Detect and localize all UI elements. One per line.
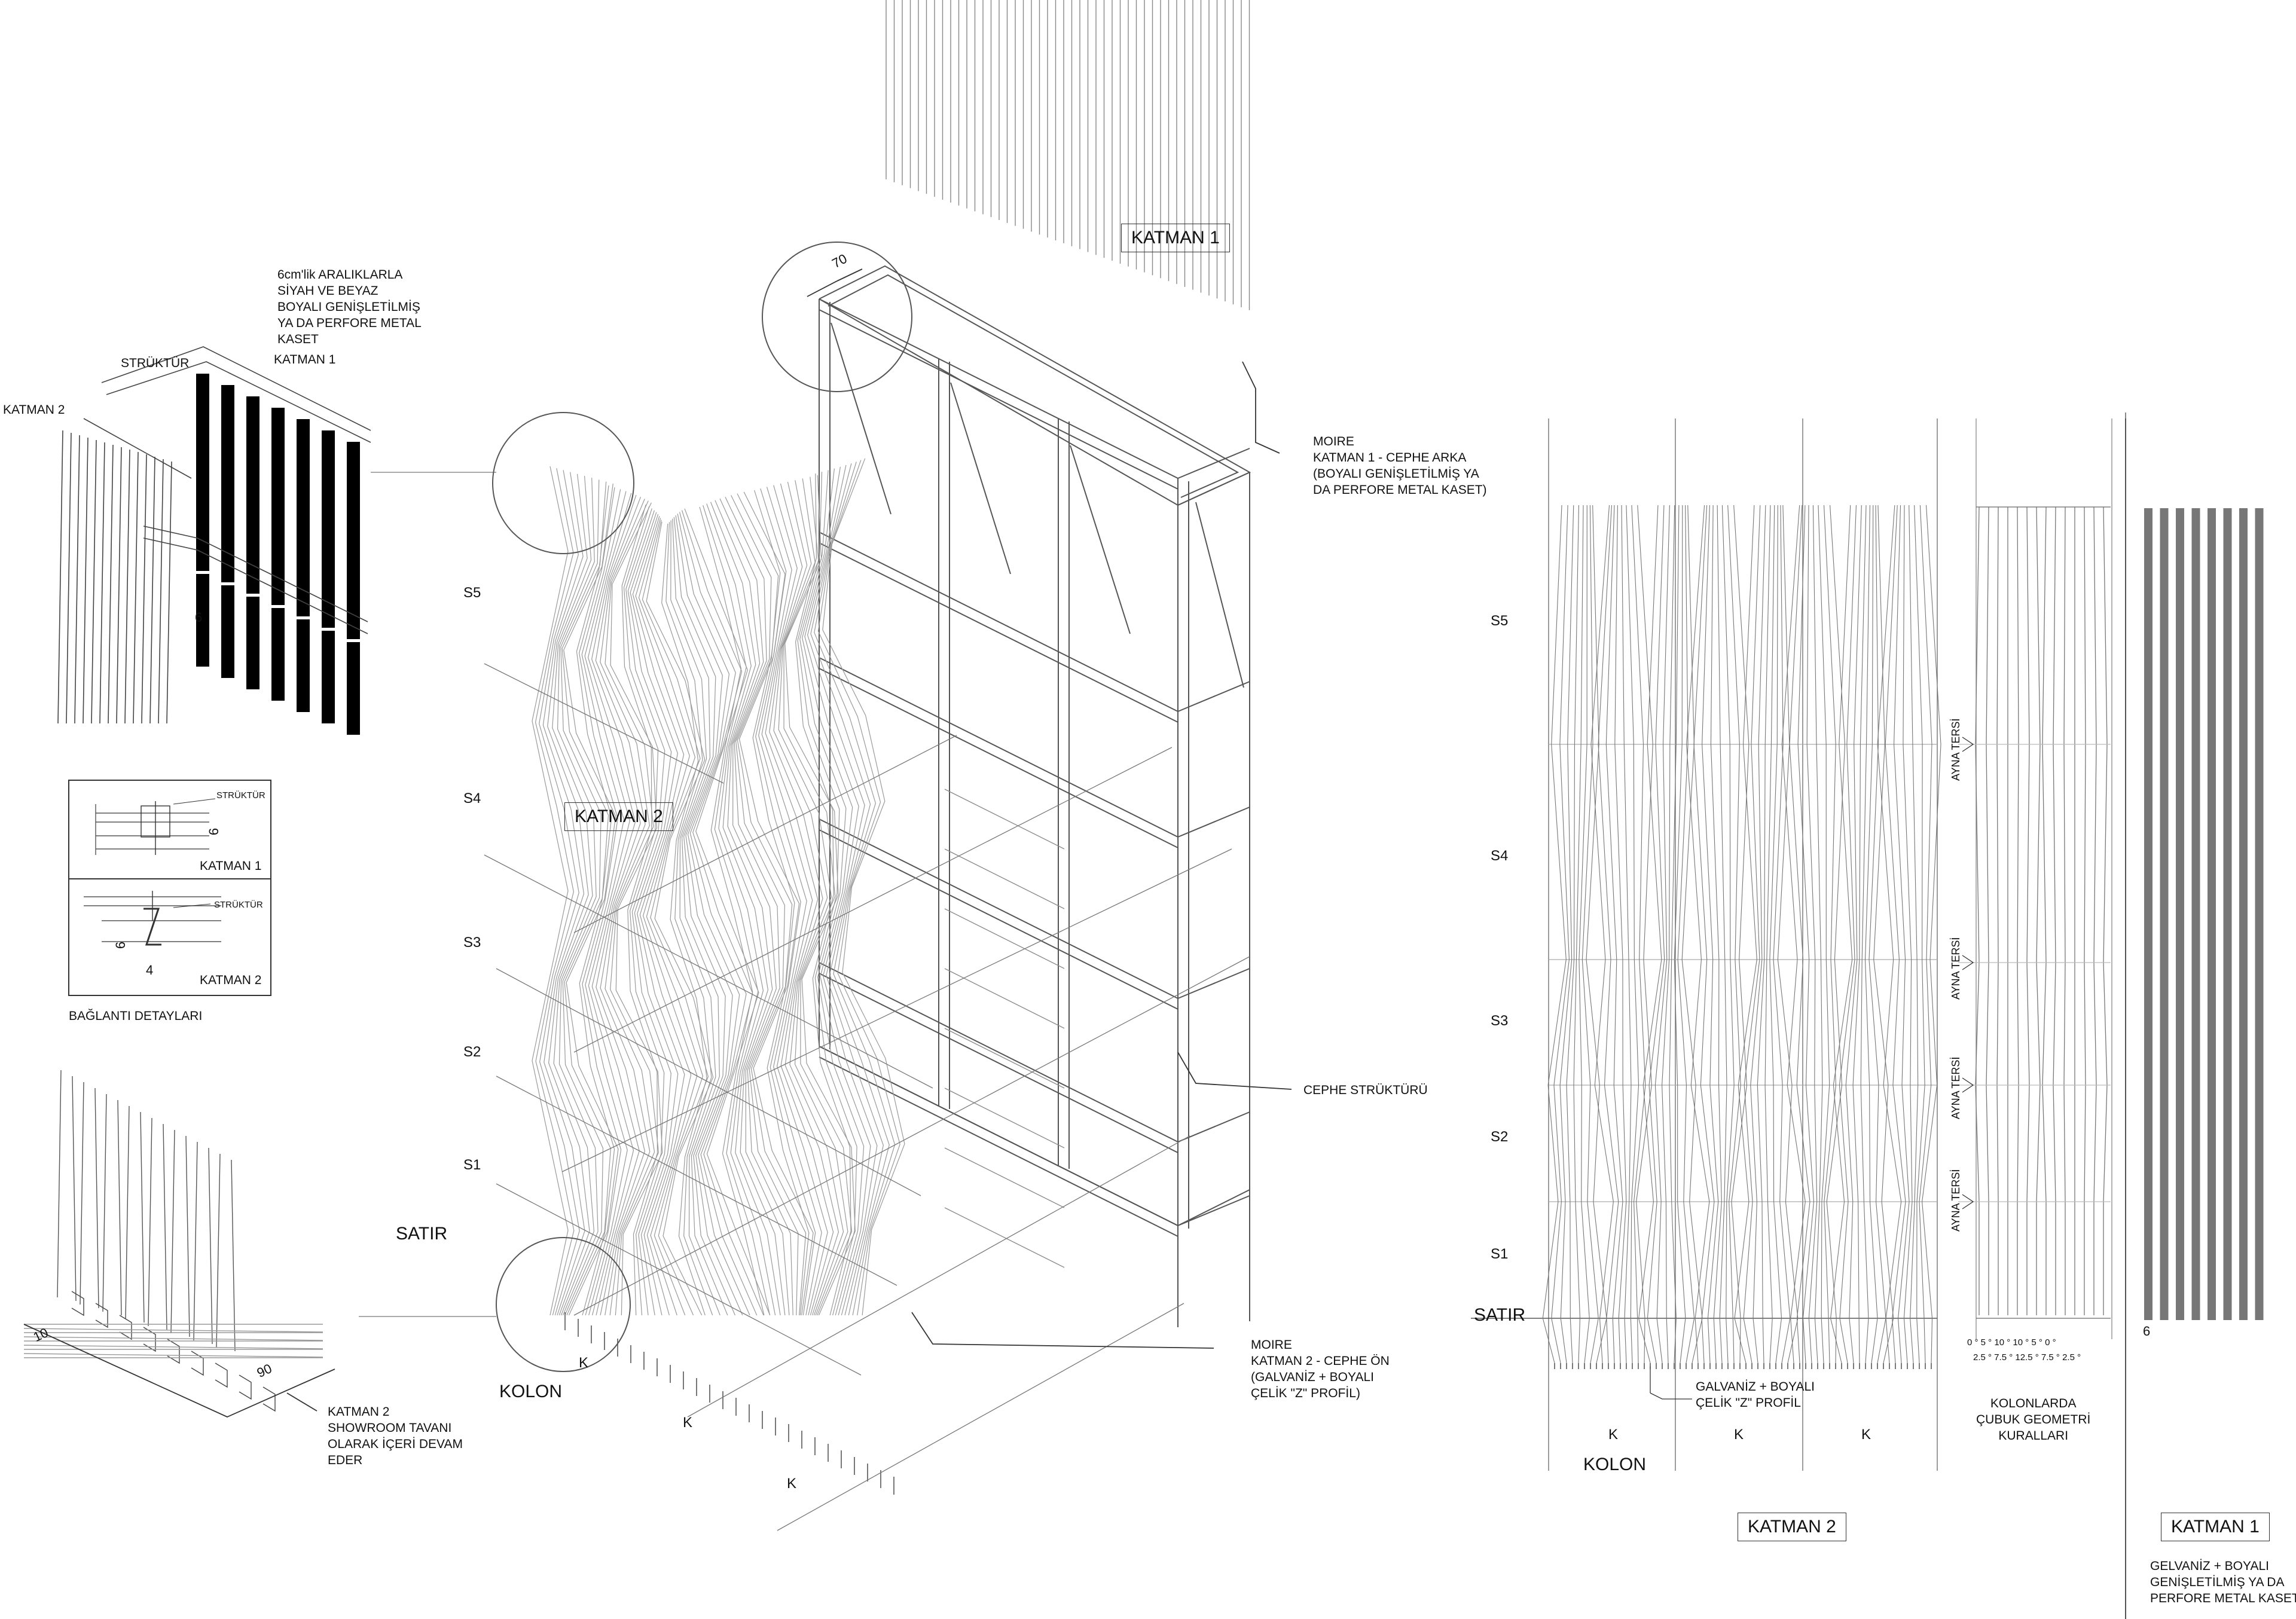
row-s5: S5 bbox=[463, 585, 481, 601]
row-s1: S1 bbox=[463, 1157, 481, 1173]
elev-row-s5: S5 bbox=[1491, 613, 1509, 629]
showroom-ceiling-detail bbox=[23, 1070, 335, 1418]
katman2-main-label: KATMAN 2 bbox=[564, 802, 673, 831]
elev-row-s2: S2 bbox=[1491, 1129, 1509, 1145]
dim-6-conn: 6 bbox=[206, 827, 222, 836]
katman2-elev-title: KATMAN 2 bbox=[1738, 1513, 1846, 1541]
kolon-label: KOLON bbox=[499, 1382, 563, 1401]
facade-structure-frame bbox=[819, 265, 1251, 1327]
katman1-main-label: KATMAN 1 bbox=[1121, 224, 1230, 252]
katman2-small-label: KATMAN 2 bbox=[3, 403, 65, 417]
katman2-curtain bbox=[532, 458, 905, 1495]
leader-lines bbox=[807, 268, 1292, 1349]
elev-row-s3: S3 bbox=[1491, 1013, 1509, 1029]
detail-circles bbox=[492, 242, 912, 1372]
elev-kolon: KOLON bbox=[1583, 1455, 1647, 1474]
angles-bottom: 2.5 ° 7.5 ° 12.5 ° 7.5 ° 2.5 ° bbox=[1973, 1352, 2081, 1363]
elev-k2: K bbox=[1734, 1426, 1744, 1443]
conn-katman1: KATMAN 1 bbox=[200, 859, 262, 873]
elev-row-s4: S4 bbox=[1491, 848, 1509, 864]
dim-6-detail: 6 bbox=[195, 610, 203, 625]
rod-geometry-rules bbox=[1958, 419, 2112, 1339]
dim-6-conn2: 6 bbox=[113, 941, 129, 949]
conn-katman2: KATMAN 2 bbox=[200, 973, 262, 987]
iso-guide-lines bbox=[359, 472, 1250, 1531]
katman2-elevation bbox=[1471, 419, 1941, 1471]
struktur-label: STRÜKTÜR bbox=[121, 356, 190, 370]
connection-detail-box bbox=[68, 780, 271, 996]
katman-detail-iso bbox=[57, 346, 371, 735]
conn-struktur-1: STRÜKTÜR bbox=[216, 790, 265, 801]
elev-k3: K bbox=[1861, 1426, 1871, 1443]
facade-structure-label: CEPHE STRÜKTÜRÜ bbox=[1303, 1083, 1428, 1097]
row-s3: S3 bbox=[463, 934, 481, 951]
connection-details-title: BAĞLANTI DETAYLARI bbox=[69, 1009, 203, 1023]
dim-6-stripes: 6 bbox=[2143, 1324, 2151, 1339]
row-s2: S2 bbox=[463, 1044, 481, 1060]
dim-4-conn: 4 bbox=[146, 963, 154, 977]
angles-top: 0 ° 5 ° 10 ° 10 ° 5 ° 0 ° bbox=[1967, 1337, 2056, 1348]
ayna-tersi-4: AYNA TERSİ bbox=[1950, 1169, 1962, 1232]
col-k1: K bbox=[579, 1355, 589, 1371]
elev-satir: SATIR bbox=[1474, 1305, 1526, 1325]
katman1-right-title: KATMAN 1 bbox=[2161, 1513, 2270, 1541]
elev-k1: K bbox=[1608, 1426, 1619, 1443]
col-k2: K bbox=[683, 1415, 693, 1431]
katman1-small-label: KATMAN 1 bbox=[274, 353, 336, 366]
col-k3: K bbox=[787, 1476, 797, 1492]
ayna-tersi-3: AYNA TERSİ bbox=[1950, 1056, 1962, 1119]
elev-row-s1: S1 bbox=[1491, 1246, 1509, 1262]
ayna-tersi-1: AYNA TERSİ bbox=[1950, 718, 1962, 781]
katman1-top-lines bbox=[886, 0, 1250, 310]
row-s4: S4 bbox=[463, 790, 481, 807]
katman1-stripes bbox=[2144, 508, 2264, 1320]
satir-label: SATIR bbox=[396, 1224, 448, 1244]
conn-struktur-2: STRÜKTÜR bbox=[214, 900, 263, 910]
ayna-tersi-2: AYNA TERSİ bbox=[1950, 937, 1962, 1000]
